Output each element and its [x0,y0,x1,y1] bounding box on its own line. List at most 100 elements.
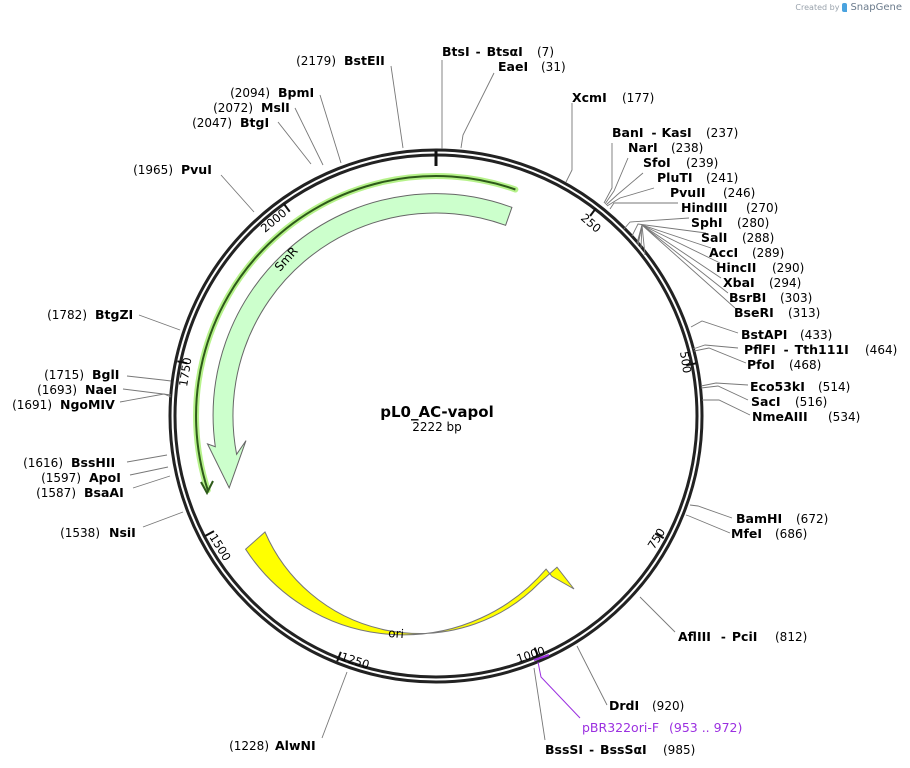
snapgene-credit: Created by SnapGene [795,2,902,13]
tick-label-500: 500 [677,350,694,374]
enzyme-nsii[interactable]: (1538) NsiI [60,525,136,540]
enzyme-alwni[interactable]: (1228)AlwNI [229,738,316,753]
enzyme-sfoi[interactable]: SfoI(239) [643,155,718,170]
enzyme-bgli[interactable]: (1715)BglI [44,367,119,382]
enzyme-btsi[interactable]: BtsI-BtsαI(7) [442,44,554,59]
svg-text:(241): (241) [706,171,738,185]
enzyme-bsteii[interactable]: (2179)BstEII [296,53,385,68]
enzyme-acci[interactable]: AccI (289) [709,245,784,260]
enzyme-leader-lines [119,60,751,741]
enzyme-bsshii[interactable]: (1616)BssHII [23,455,115,470]
svg-text:(468): (468) [789,358,821,372]
svg-text:BanI-KasI: BanI-KasI [612,125,692,140]
svg-text:BsaAI: BsaAI [84,485,124,500]
enzyme-saci[interactable]: SacI(516) [751,394,827,409]
svg-text:(464): (464) [865,343,897,357]
svg-text:XcmI: XcmI [572,90,607,105]
svg-text:(7): (7) [537,45,554,59]
enzyme-msli[interactable]: (2072)MslI [213,100,290,115]
svg-text:Eco53kI: Eco53kI [750,379,805,394]
svg-text:(985): (985) [663,743,695,757]
svg-text:(920): (920) [652,699,684,713]
svg-text:BamHI: BamHI [736,511,782,526]
svg-text:PfoI: PfoI [747,357,775,372]
enzyme-nari[interactable]: NarI(238) [628,140,703,155]
svg-text:(239): (239) [686,156,718,170]
ori-feature-arrow[interactable] [244,531,575,636]
svg-text:(1538): (1538) [60,526,100,540]
svg-text:(1715): (1715) [44,368,84,382]
enzyme-bpmi[interactable]: (2094)BpmI [230,85,314,100]
primer-pbr322ori-f[interactable]: pBR322ori-F (953 .. 972) [533,654,742,735]
enzyme-pluti[interactable]: PluTI (241) [657,170,738,185]
svg-text:SalI: SalI [701,230,727,245]
svg-text:XbaI: XbaI [723,275,755,290]
plasmid-name: pL0_AC-vapol [380,403,494,421]
enzyme-bsrbi[interactable]: BsrBI(303) [729,290,812,305]
svg-text:(516): (516) [795,395,827,409]
enzyme-sali[interactable]: SalI(288) [701,230,774,245]
smr-feature-line[interactable] [193,173,519,496]
enzyme-labels-right: BtsI-BtsαI(7) EaeI(31) XcmI(177) BanI-Ka… [442,44,897,757]
svg-text:NarI: NarI [628,140,658,155]
enzyme-hincii[interactable]: HincII(290) [716,260,804,275]
tick-label-1750: 1750 [176,356,194,387]
enzyme-labels-left: (1228)AlwNI (1538) NsiI (1587)BsaAI (1597… [12,53,385,753]
svg-text:BssSI-BssSαI: BssSI-BssSαI [545,742,647,757]
enzyme-hindiii[interactable]: HindIII(270) [681,200,778,215]
svg-text:(1691): (1691) [12,398,52,412]
enzyme-xcmi[interactable]: XcmI(177) [572,90,654,105]
enzyme-drdi[interactable]: DrdI(920) [609,698,684,713]
svg-text:SphI: SphI [691,215,723,230]
svg-text:(1228): (1228) [229,739,269,753]
enzyme-pflfi[interactable]: PflFI-Tth111I(464) [744,342,897,357]
enzyme-mfei[interactable]: MfeI (686) [731,526,807,541]
enzyme-ngomiv[interactable]: (1691)NgoMIV [12,397,115,412]
svg-text:MfeI: MfeI [731,526,762,541]
smr-feature-arrow[interactable] [206,193,513,490]
svg-text:(1693): (1693) [37,383,77,397]
enzyme-pvuii[interactable]: PvuII(246) [670,185,755,200]
enzyme-afliii[interactable]: AflIII-PciI(812) [678,629,807,644]
svg-text:NmeAIII: NmeAIII [752,409,808,424]
enzyme-xbai[interactable]: XbaI(294) [723,275,801,290]
enzyme-pfoi[interactable]: PfoI (468) [747,357,821,372]
svg-text:PluTI: PluTI [657,170,693,185]
svg-text:AccI: AccI [709,245,738,260]
tick-label-750: 750 [645,526,669,552]
enzyme-bstapi[interactable]: BstAPI(433) [741,327,832,342]
enzyme-eaei[interactable]: EaeI(31) [498,59,566,74]
svg-text:(237): (237) [706,126,738,140]
svg-text:BpmI: BpmI [278,85,314,100]
svg-text:(1597): (1597) [41,471,81,485]
svg-text:PvuII: PvuII [670,185,706,200]
svg-text:BseRI: BseRI [734,305,774,320]
svg-text:BsrBI: BsrBI [729,290,766,305]
svg-text:(31): (31) [541,60,566,74]
primer-range: (953 .. 972) [669,720,742,735]
enzyme-naei[interactable]: (1693)NaeI [37,382,117,397]
enzyme-bsssi[interactable]: BssSI-BssSαI (985) [545,742,695,757]
ori-label: ori [388,626,405,641]
enzyme-sphi[interactable]: SphI(280) [691,215,769,230]
enzyme-btgzi[interactable]: (1782)BtgZI [47,307,133,322]
svg-text:(686): (686) [775,527,807,541]
enzyme-bsaai[interactable]: (1587)BsaAI [36,485,124,500]
svg-text:(289): (289) [752,246,784,260]
enzyme-bamhi[interactable]: BamHI (672) [736,511,828,526]
enzyme-bani[interactable]: BanI-KasI (237) [612,125,738,140]
enzyme-bseri[interactable]: BseRI(313) [734,305,820,320]
enzyme-pvui[interactable]: (1965)PvuI [133,162,212,177]
enzyme-apoi[interactable]: (1597) ApoI [41,470,121,485]
svg-text:ApoI: ApoI [89,470,121,485]
enzyme-btgi[interactable]: (2047) BtgI [192,115,269,130]
svg-text:NsiI: NsiI [109,525,136,540]
credit-created-by: Created by [795,3,840,12]
svg-text:(2047): (2047) [192,116,232,130]
enzyme-eco53ki[interactable]: Eco53kI(514) [750,379,850,394]
svg-text:BssHII: BssHII [71,455,115,470]
enzyme-nmeaiii[interactable]: NmeAIII(534) [752,409,860,424]
svg-text:(672): (672) [796,512,828,526]
svg-text:BtgI: BtgI [240,115,269,130]
